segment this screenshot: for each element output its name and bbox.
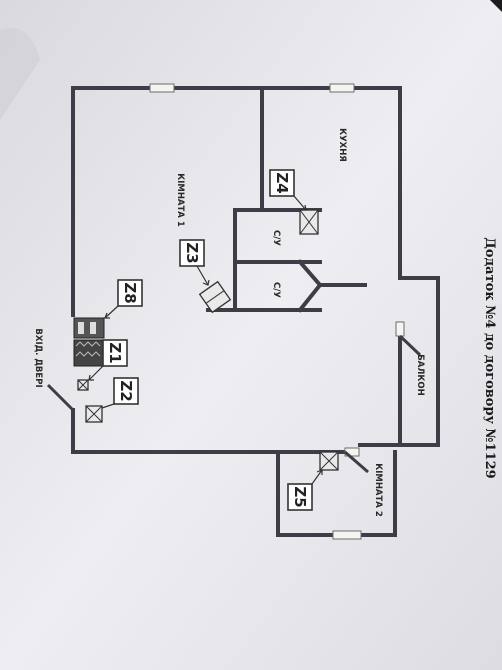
device-z5 <box>319 451 339 471</box>
window-room2-bottom <box>332 530 362 540</box>
room-label-entrance: ВХІД. ДВЕРІ <box>33 328 43 387</box>
room-label-room1: КІМНАТА 1 <box>175 173 185 227</box>
zone-marker-z5: Z5 <box>287 469 323 511</box>
svg-text:Z8: Z8 <box>121 282 139 303</box>
device-z8 <box>73 317 105 367</box>
zone-marker-z8: Z8 <box>104 279 143 319</box>
zone-marker-z3: Z3 <box>179 239 210 286</box>
balcony-door <box>398 334 422 357</box>
device-z1 <box>77 379 89 391</box>
room-label-room2: КІМНАТА 2 <box>373 463 383 517</box>
paper-shadow <box>0 28 40 120</box>
svg-text:Z2: Z2 <box>117 380 135 401</box>
svg-text:Z1: Z1 <box>106 342 124 363</box>
window-kitchen <box>329 83 355 93</box>
device-z4 <box>299 209 319 235</box>
svg-text:Z4: Z4 <box>273 172 291 193</box>
window-room1 <box>149 83 175 93</box>
room-label-bath1: С/У <box>271 230 281 246</box>
room-label-bath2: С/У <box>271 282 281 298</box>
zone-marker-z4: Z4 <box>269 169 307 211</box>
device-z3 <box>198 280 232 314</box>
zone-marker-z1: Z1 <box>88 339 128 381</box>
device-z2 <box>85 405 103 423</box>
walls <box>71 86 440 537</box>
svg-text:Z3: Z3 <box>183 242 201 263</box>
window-balcony <box>395 321 405 337</box>
entrance-door <box>46 383 75 412</box>
room-label-kitchen: КУХНЯ <box>337 128 347 162</box>
room2-door <box>344 450 369 474</box>
zone-marker-z2: Z2 <box>101 377 139 409</box>
svg-text:Z5: Z5 <box>291 486 309 507</box>
document-header: Додаток №4 до договору №1129 <box>482 237 497 478</box>
room-label-balcony: БАЛКОН <box>415 354 425 395</box>
